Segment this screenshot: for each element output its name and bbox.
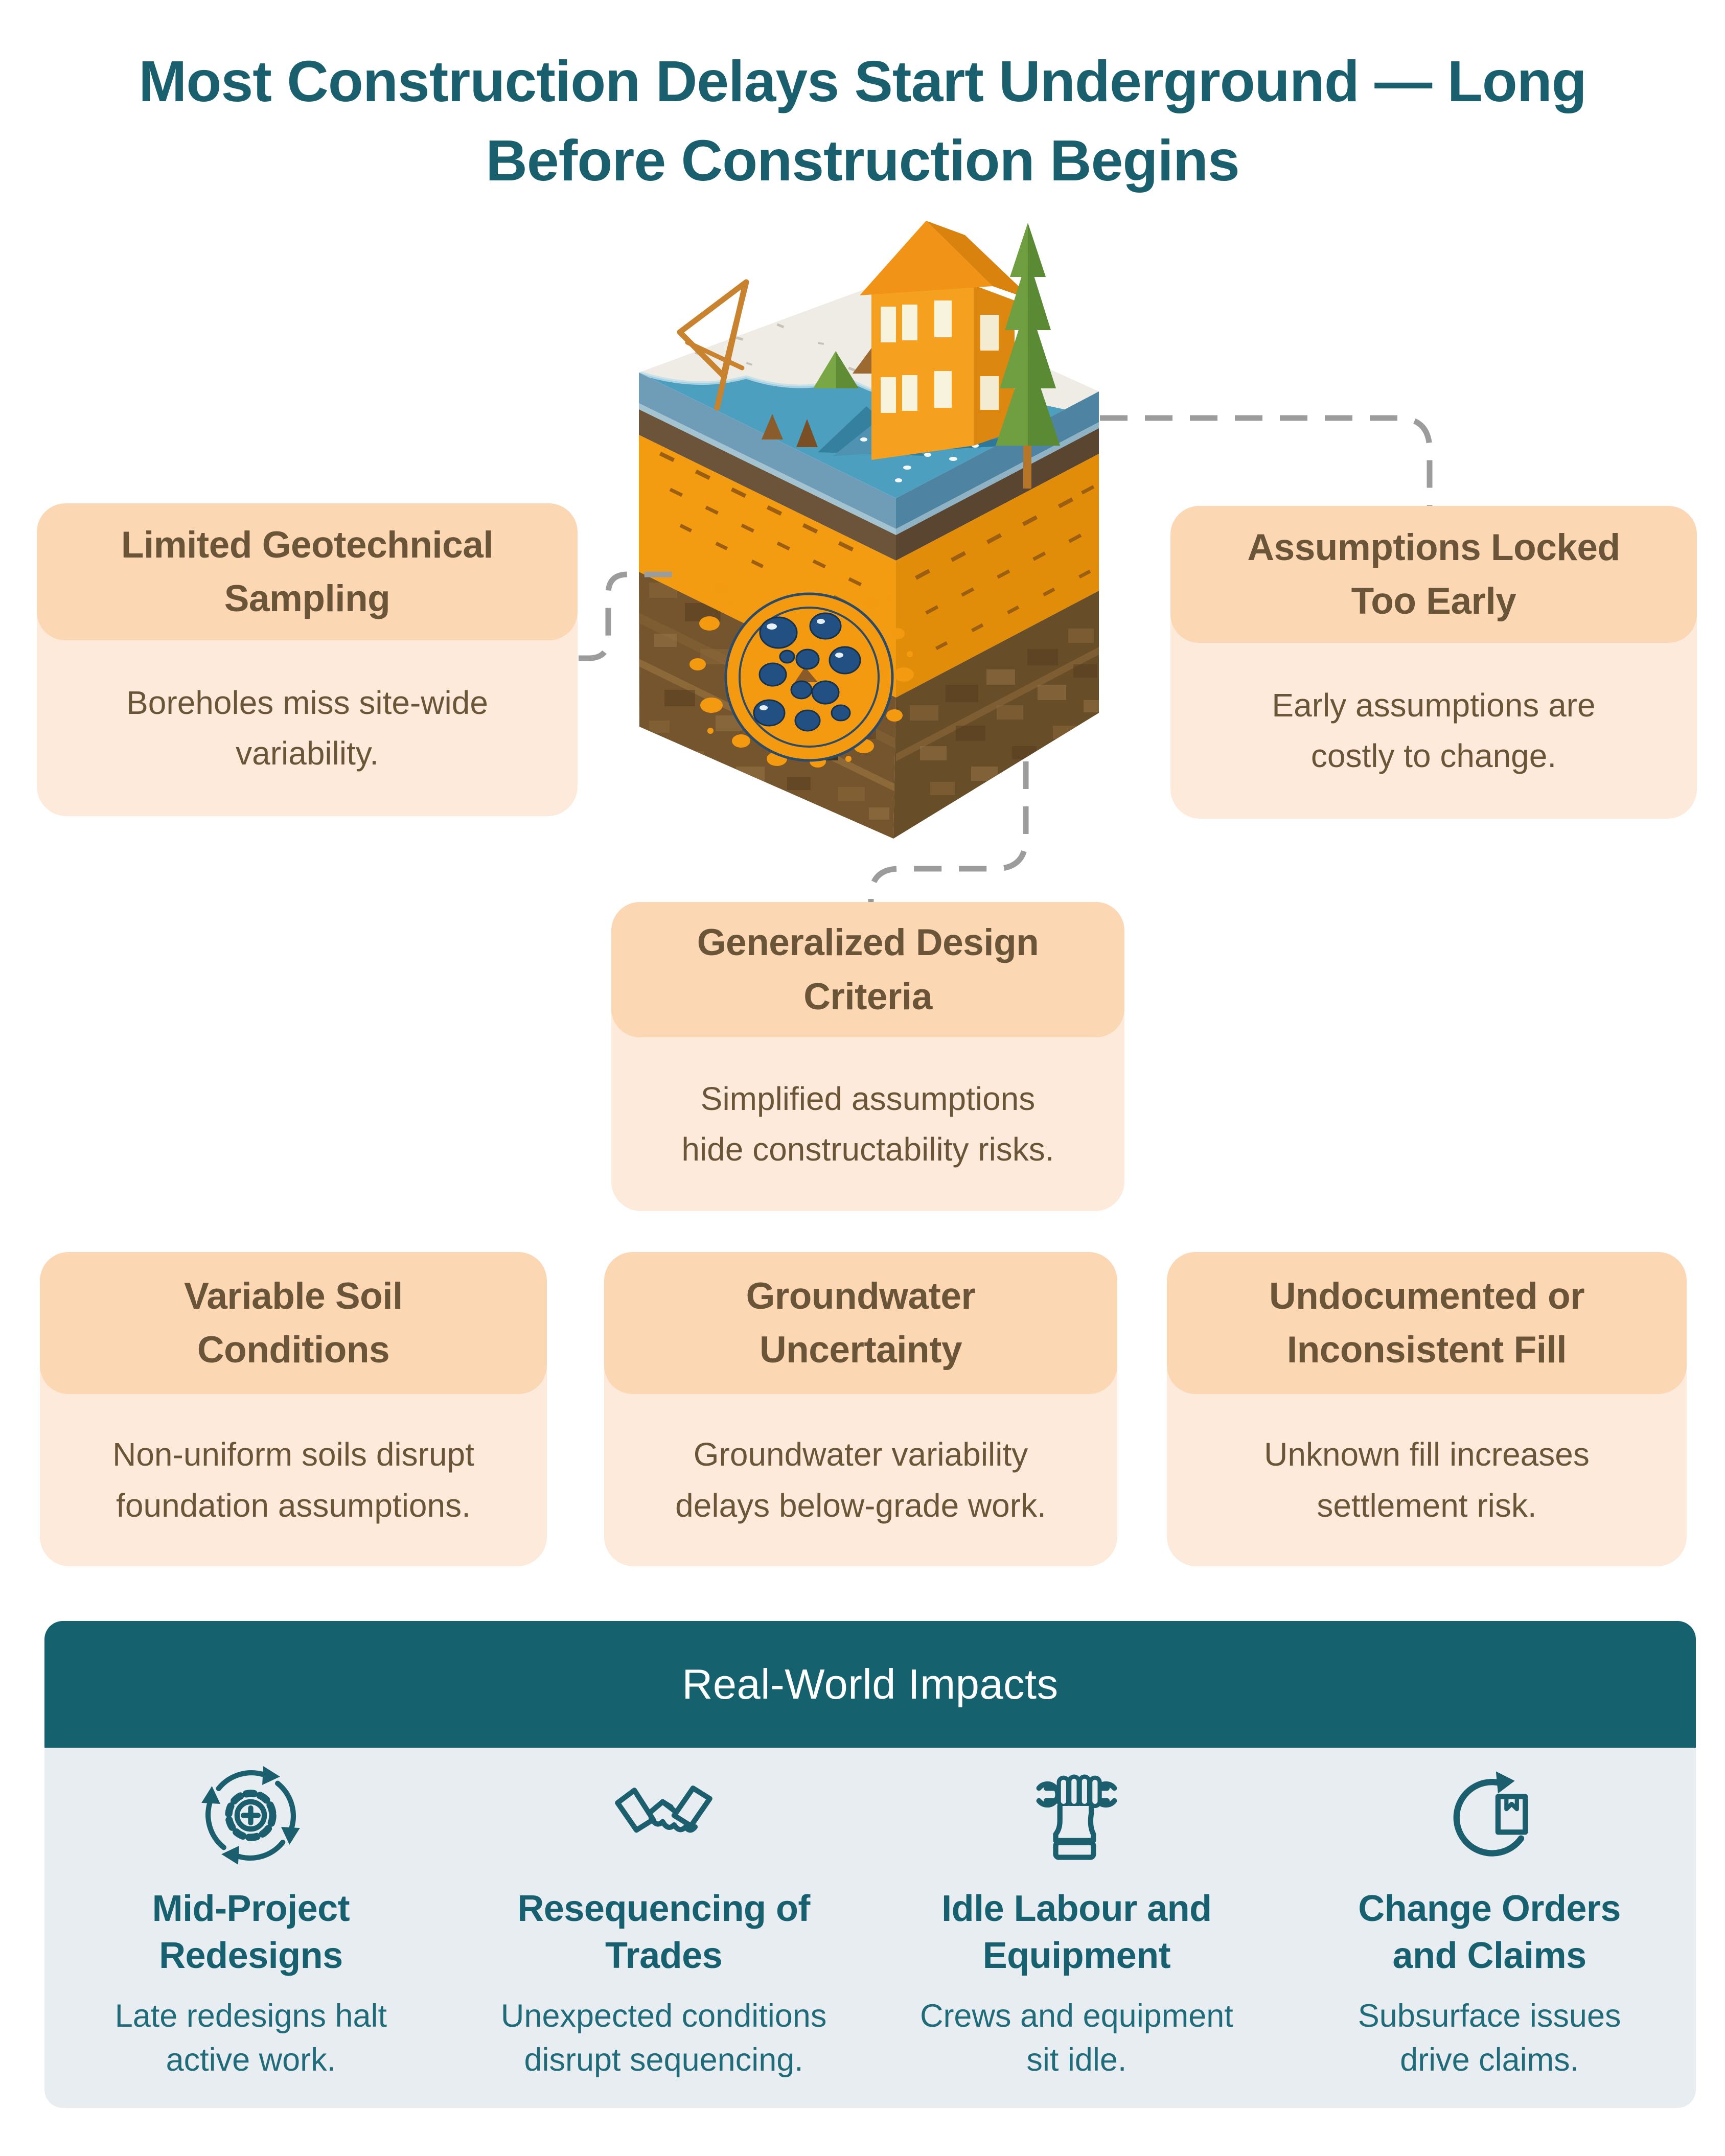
callout-title: Assumptions Locked Too Early	[1247, 526, 1620, 622]
impact-body: Late redesigns halt active work.	[114, 1998, 387, 2078]
boulder-inclusion-detail	[689, 583, 914, 768]
impacts-heading: Real-World Impacts	[682, 1660, 1059, 1708]
callout-title: Variable Soil Conditions	[184, 1275, 403, 1371]
impact-body: Subsurface issues drive claims.	[1358, 1998, 1621, 2078]
impact-idle-labour-and-equipment: Idle Labour and Equipment Crews and equi…	[870, 1761, 1283, 2108]
impact-title: Mid-Project Redesigns	[152, 1888, 350, 1977]
house-icon	[860, 221, 1033, 460]
callout-body: Unknown fill increases settlement risk.	[1264, 1436, 1590, 1524]
callout-header: Groundwater Uncertainty	[604, 1252, 1117, 1394]
callout-limited-geotechnical-sampling: Limited Geotechnical Sampling Boreholes …	[37, 503, 578, 816]
callout-assumptions-locked-too-early: Assumptions Locked Too Early Early assum…	[1170, 506, 1697, 819]
callout-header: Generalized Design Criteria	[611, 902, 1124, 1037]
callout-title: Generalized Design Criteria	[697, 922, 1039, 1017]
pine-tree-icon	[996, 223, 1060, 489]
callout-header: Limited Geotechnical Sampling	[37, 503, 578, 640]
callout-title: Limited Geotechnical Sampling	[121, 524, 494, 619]
callout-header: Undocumented or Inconsistent Fill	[1167, 1252, 1687, 1394]
callout-body: Boreholes miss site-wide variability.	[126, 684, 488, 772]
impact-resequencing-of-trades: Resequencing of Trades Unexpected condit…	[457, 1761, 870, 2108]
fist-wrench-icon	[1036, 1774, 1117, 1860]
callout-undocumented-inconsistent-fill: Undocumented or Inconsistent Fill Unknow…	[1167, 1252, 1687, 1566]
callout-body: Simplified assumptions hide constructabi…	[681, 1080, 1054, 1168]
impacts-header-bar: Real-World Impacts	[44, 1621, 1696, 1748]
impact-body: Crews and equipment sit idle.	[919, 1998, 1233, 2078]
impact-body: Unexpected conditions disrupt sequencing…	[500, 1998, 827, 2078]
handshake-icon	[615, 1786, 712, 1833]
impact-title: Resequencing of Trades	[517, 1888, 810, 1977]
callout-body: Non-uniform soils disrupt foundation ass…	[112, 1436, 474, 1524]
callout-groundwater-uncertainty: Groundwater Uncertainty Groundwater vari…	[604, 1252, 1117, 1566]
callout-generalized-design-criteria: Generalized Design Criteria Simplified a…	[611, 902, 1124, 1211]
impact-title: Change Orders and Claims	[1358, 1888, 1621, 1977]
impact-mid-project-redesigns: Mid-Project Redesigns Late redesigns hal…	[44, 1761, 457, 2108]
callout-body: Early assumptions are costly to change.	[1272, 686, 1596, 774]
drilling-derrick-icon	[677, 279, 749, 411]
impacts-panel: Mid-Project Redesigns Late redesigns hal…	[44, 1748, 1696, 2108]
callout-title: Groundwater Uncertainty	[746, 1275, 976, 1371]
impact-change-orders-and-claims: Change Orders and Claims Subsurface issu…	[1283, 1761, 1696, 2108]
page-title: Most Construction Delays Start Undergrou…	[139, 49, 1587, 193]
soil-cross-section-illustration	[639, 221, 1099, 839]
callout-header: Assumptions Locked Too Early	[1170, 506, 1697, 643]
callout-variable-soil-conditions: Variable Soil Conditions Non-uniform soi…	[40, 1252, 547, 1566]
circular-arrow-box-icon	[1453, 1771, 1528, 1857]
callout-body: Groundwater variability delays below-gra…	[675, 1436, 1046, 1524]
soil-layers-left-face	[639, 373, 896, 839]
gear-refresh-icon	[198, 1766, 303, 1868]
impact-title: Idle Labour and Equipment	[941, 1888, 1212, 1977]
callout-title: Undocumented or Inconsistent Fill	[1269, 1275, 1585, 1371]
callout-header: Variable Soil Conditions	[40, 1252, 547, 1394]
